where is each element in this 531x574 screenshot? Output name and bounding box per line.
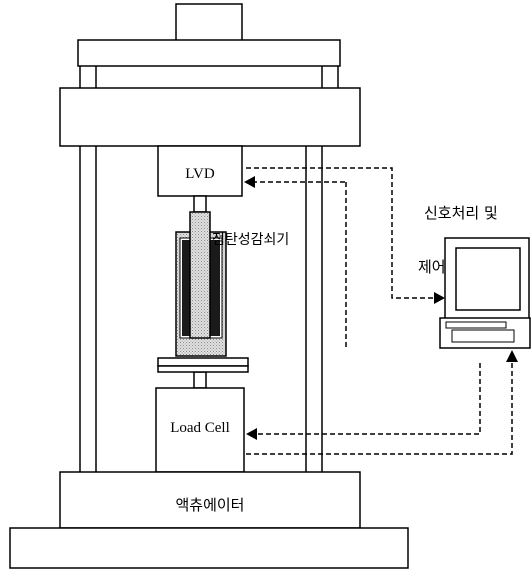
loadcell-control-line	[246, 360, 513, 455]
lvdt-output-line	[246, 167, 436, 299]
crossbeam	[59, 87, 361, 147]
load-cell-plate	[157, 365, 249, 373]
upper-rod	[193, 195, 207, 213]
loading-frame	[59, 3, 361, 472]
inner-piston	[189, 211, 211, 339]
actuator-label: 액츄에이터	[175, 496, 244, 514]
lower-rod	[193, 371, 207, 389]
computer-label-line1: 신호처리 및	[424, 204, 498, 222]
load-cell-box	[155, 387, 245, 473]
top-housing	[175, 3, 243, 43]
damper-label: 점탄성감쇠기	[212, 232, 289, 248]
load-cell-label: Load Cell	[170, 420, 230, 436]
signal-lines	[246, 167, 513, 455]
arrow-to-load-cell	[246, 428, 257, 440]
computer-icon	[439, 237, 531, 349]
arrow-up-to-computer	[506, 350, 518, 362]
arrow-to-computer	[434, 292, 445, 304]
arrowheads	[244, 176, 518, 440]
arrow-to-lvdt	[244, 176, 255, 188]
actuator-box	[59, 471, 361, 529]
damper-base-plate	[157, 357, 249, 367]
viscoelastic-damper	[175, 211, 227, 357]
loadcell-signal-line	[250, 360, 481, 435]
ground-base	[9, 527, 409, 569]
lvdt-box	[157, 145, 243, 197]
top-cap	[77, 39, 341, 67]
disk-drive	[451, 329, 515, 343]
monitor-screen	[455, 247, 521, 311]
lvdt-label: LVD	[185, 166, 215, 182]
